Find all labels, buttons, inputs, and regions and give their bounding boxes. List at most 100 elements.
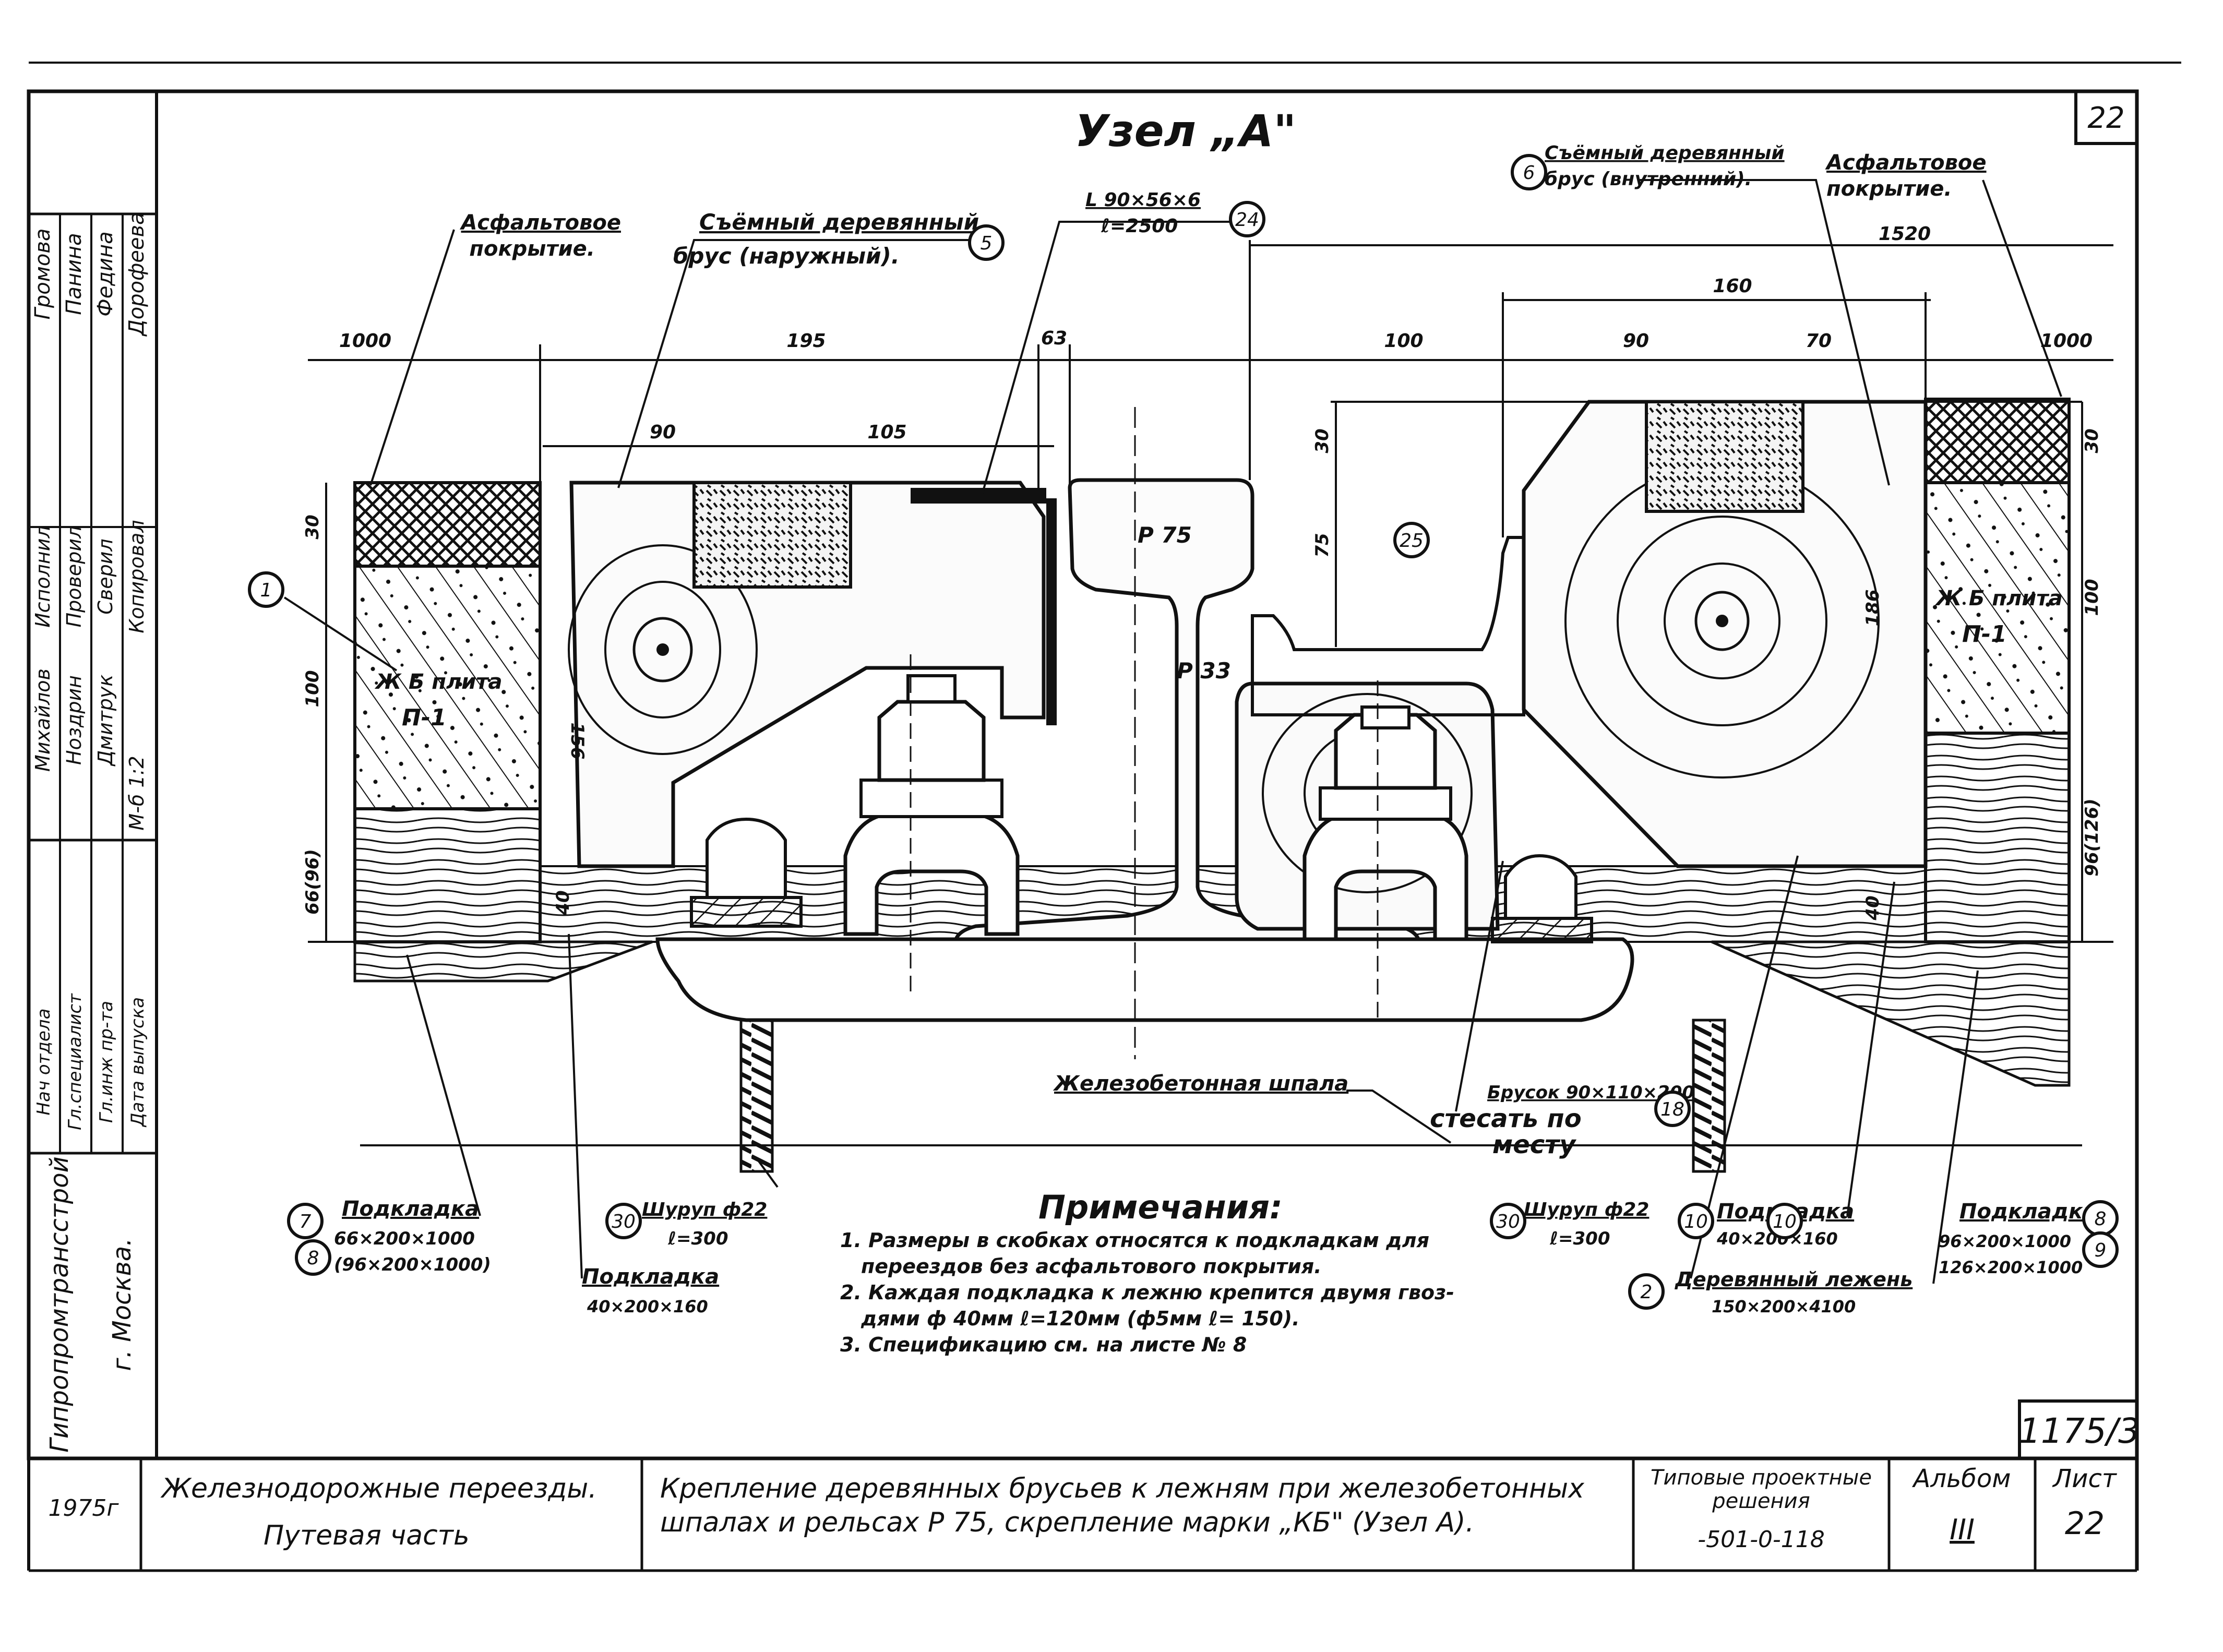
- asphalt-right: [1924, 398, 2071, 484]
- pad-left: [353, 807, 542, 943]
- signer-name-2: Ноздрин: [63, 675, 86, 765]
- base-plate: [655, 937, 1634, 1022]
- drawing-title: Узел „А": [1075, 105, 1296, 157]
- label-rc-plate-left-2: П-1: [402, 704, 447, 731]
- callout-number: 24: [1235, 209, 1259, 231]
- screw-right-shaft: [1692, 1019, 1726, 1173]
- signer-name: Панина: [62, 233, 86, 315]
- callout-circle: [2082, 1231, 2119, 1268]
- dim-top: 90: [1623, 330, 1649, 352]
- label-screw-right: Шуруп ф22: [1524, 1199, 1649, 1220]
- signer-role: Исполнил: [31, 525, 54, 628]
- callout-number: 8: [307, 1248, 319, 1269]
- dim-vertical-right: 30: [2082, 428, 2102, 453]
- callout-circle: [1393, 522, 1430, 558]
- label-pad-9-size-right: 126×200×1000: [1939, 1258, 2083, 1277]
- label-rail: Р 75: [1138, 522, 1192, 548]
- callout-number: 5: [981, 233, 993, 254]
- outer-wooden-beam: [569, 481, 1046, 868]
- album-label: Альбом: [1912, 1464, 2011, 1493]
- label-rc-plate-right-2: П-1: [1962, 621, 2007, 648]
- dimension-lines: [308, 240, 2113, 942]
- callout-circle: [1628, 1273, 1665, 1310]
- label-pad-7: Подкладка: [342, 1197, 479, 1221]
- pad-right: [1924, 732, 2071, 943]
- dim-upper: 1520: [1879, 223, 1931, 245]
- stamp-work-1: Железнодорожные переезды.: [160, 1473, 597, 1504]
- label-pad-small: Р 33: [1177, 658, 1231, 684]
- stamp-work-2: Путевая часть: [264, 1520, 470, 1551]
- dim-top: 1000: [339, 330, 391, 352]
- dim-vertical-right: 40: [1862, 895, 1883, 920]
- callout-number: 7: [300, 1211, 312, 1232]
- clamp-left: [843, 674, 1020, 936]
- note-line: 3. Спецификацию см. на листе № 8: [840, 1333, 1247, 1356]
- callout-circle: [1490, 1203, 1526, 1239]
- note-line: 1. Размеры в скобках относятся к подклад…: [840, 1229, 1429, 1252]
- dim-top: 1000: [2040, 330, 2093, 352]
- callout-circle: [605, 1203, 642, 1239]
- signer-role-2: Гл.специалист: [65, 993, 86, 1130]
- callout-circle: [287, 1203, 324, 1239]
- label-angle-2: ℓ=2500: [1101, 216, 1178, 237]
- stamp-type-1: Типовые проектные: [1651, 1466, 1872, 1490]
- callout-circle: [295, 1239, 331, 1276]
- album-value: III: [1950, 1513, 1975, 1546]
- callout-number: 25: [1400, 530, 1424, 552]
- rail-head-right: [1251, 536, 1525, 716]
- stamp-desc-1: Крепление деревянных брусьев к лежням пр…: [660, 1473, 1585, 1504]
- cross-section: [308, 398, 2113, 1173]
- dim-top: 100: [1384, 330, 1423, 352]
- title-stamp: [139, 1399, 2138, 1571]
- stamp-type-2: решения: [1712, 1489, 1810, 1513]
- signer-name-2: Дмитрук: [94, 675, 117, 767]
- rc-plate-right: [1924, 481, 2071, 735]
- dim-top: 70: [1806, 330, 1832, 352]
- label-pad-8-size: (96×200×1000): [334, 1254, 491, 1275]
- callout-number: 30: [612, 1211, 636, 1232]
- callout-circle: [248, 571, 284, 608]
- callout-number: 30: [1496, 1211, 1520, 1232]
- label-beam-inner: Съёмный деревянный: [1545, 142, 1785, 164]
- dim-vertical-mid: 75: [1312, 533, 1333, 557]
- dim-vertical-right: 186: [1862, 590, 1883, 627]
- notes-heading: Примечания:: [1038, 1188, 1283, 1226]
- organization: Гипропромтрансстрой: [45, 1156, 74, 1453]
- label-beam-inner-2: брус (внутренний).: [1545, 169, 1752, 190]
- dim-vertical-left: 30: [302, 514, 323, 539]
- signer-role-2: Дата выпуска: [127, 997, 148, 1128]
- dim-vertical-left: 66(96): [302, 849, 323, 915]
- label-angle: L 90×56×6: [1085, 189, 1201, 211]
- sheet-corner-number: 22: [2087, 101, 2124, 135]
- callout-number: 18: [1660, 1099, 1684, 1120]
- label-asphalt-right-2: покрытие.: [1826, 177, 1952, 201]
- label-beam-outer-2: брус (наружный).: [673, 243, 900, 269]
- city: г. Москва.: [107, 1238, 137, 1371]
- asphalt-inlay-left: [692, 481, 852, 589]
- sheet-frame: [27, 62, 2181, 1572]
- dim-vertical-left: 100: [302, 671, 323, 708]
- callout-number: 10: [1773, 1211, 1797, 1232]
- label-screw-left-len: ℓ=300: [667, 1228, 728, 1249]
- callout-number: 1: [260, 580, 272, 601]
- dim-vertical-mid: 30: [1312, 428, 1333, 453]
- note-line: переездов без асфальтового покрытия.: [861, 1255, 1322, 1278]
- sheet-value: 22: [2065, 1505, 2105, 1542]
- label-pad-10-left-size: 40×200×160: [587, 1297, 708, 1316]
- signer-name: Дорофеева: [125, 212, 149, 337]
- signer-role: Проверил: [63, 526, 86, 628]
- signer-role: Сверил: [94, 538, 117, 614]
- stamp-type-3: -501-0-118: [1698, 1526, 1825, 1553]
- signer-role-2: Нач отдела: [33, 1009, 54, 1116]
- callout-number: 2: [1641, 1282, 1653, 1303]
- note-line: 2. Каждая подкладка к лежню крепится дву…: [840, 1281, 1454, 1304]
- label-bed-size: 150×200×4100: [1712, 1297, 1856, 1316]
- note-line: дями ф 40мм ℓ=120мм (ф5мм ℓ= 150).: [860, 1307, 1300, 1330]
- label-beam-outer: Съёмный деревянный: [699, 209, 979, 235]
- dim-vertical-left: 40: [553, 890, 573, 915]
- asphalt-left: [353, 481, 542, 568]
- signer-role: Копировал: [125, 520, 148, 633]
- dim-top: 195: [786, 330, 826, 352]
- rc-plate-left: [353, 565, 542, 810]
